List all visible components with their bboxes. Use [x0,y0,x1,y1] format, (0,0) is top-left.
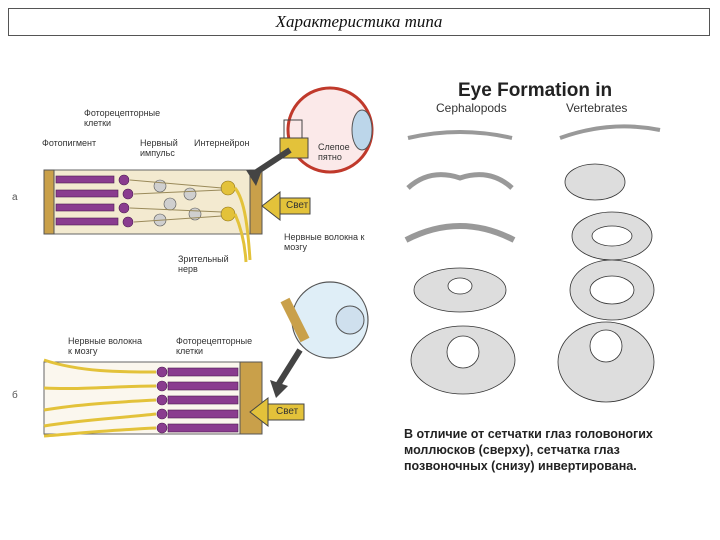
label-nerve-fibers-bottom: Нервные волокна к мозгу [68,336,142,356]
label-interneuron: Интернейрон [194,138,250,148]
caption-text: В отличие от сетчатки глаз головоногих м… [404,427,653,473]
label-a: а [12,192,18,203]
label-nerve-fibers-top: Нервные волокна к мозгу [284,232,365,252]
label-nerve-impulse: Нервный импульс [140,138,178,158]
label-light-top: Свет [286,200,309,211]
eye-formation-panel [404,124,661,403]
eye-formation-col-cephalopods: Cephalopods [436,101,507,115]
label-photoreceptor-cells-bottom: Фоторецепторные клетки [176,336,253,356]
vertebrate-retina-diagram [43,86,374,263]
cephalopod-retina-diagram [43,281,369,438]
label-photopigment: Фотопигмент [42,138,97,148]
label-photoreceptor-cells-top: Фоторецепторные клетки [84,108,161,128]
label-b: б [12,390,18,401]
eye-formation-col-vertebrates: Vertebrates [566,101,628,115]
slide-title: Характеристика типа [8,8,710,36]
label-blind-spot: Слепое пятно [318,142,350,162]
eye-formation-title: Eye Formation in [458,80,613,101]
label-optic-nerve: Зрительный нерв [178,254,229,274]
label-light-bottom: Свет [276,406,299,417]
